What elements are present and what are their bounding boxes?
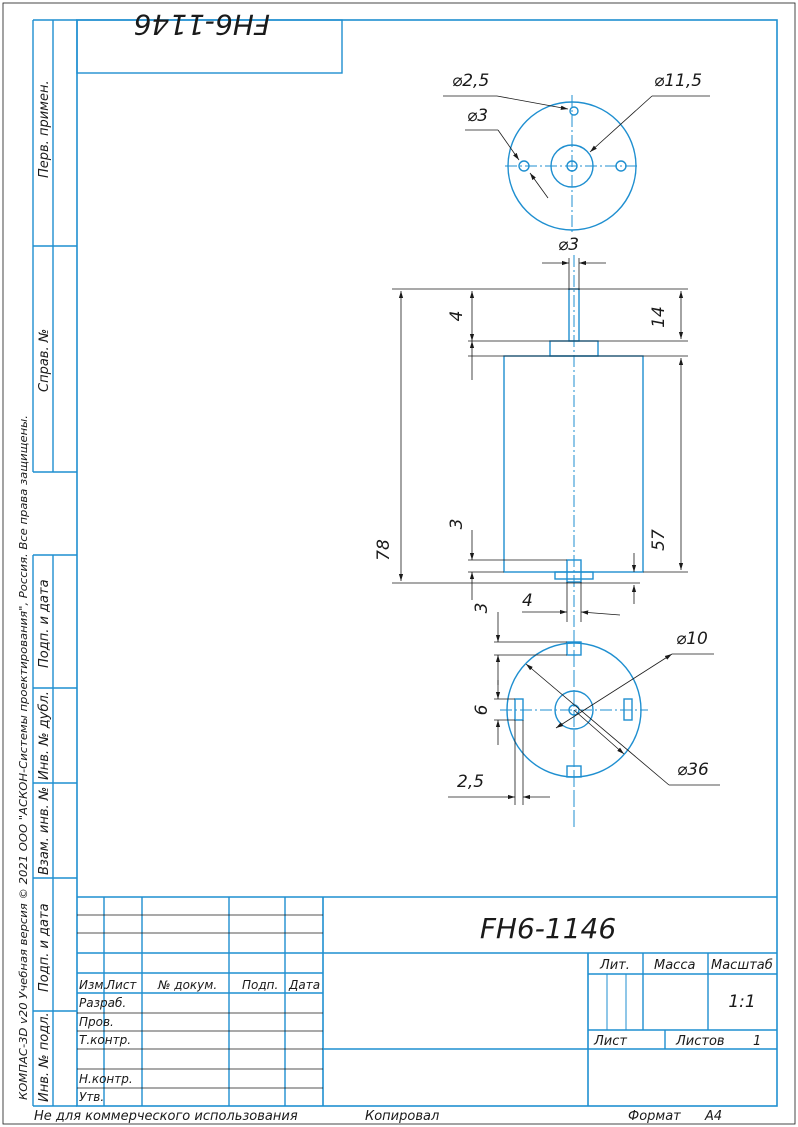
designation-rotated: FH6-1146 (134, 8, 270, 41)
dim-side-shaft-total: 14 (649, 306, 669, 328)
dim-bottom-slot-len: 6 (472, 704, 492, 715)
scale-value: 1:1 (728, 992, 755, 1012)
label-sheets: Листов (675, 1034, 725, 1049)
label-perv-primen: Перв. примен. (37, 80, 52, 178)
footer-kopiroval: Копировал (365, 1109, 439, 1124)
label-massa: Масса (654, 958, 695, 973)
dim-bottom-outer: ⌀36 (677, 760, 709, 780)
dim-side-overall: 78 (374, 539, 394, 561)
row-utv: Утв. (79, 1090, 104, 1104)
top-hole-left (518, 160, 530, 172)
dim-side-bottom-step: 3 (447, 519, 467, 530)
label-podp-data-1: Подп. и дата (37, 579, 52, 668)
label-inv-podl: Инв. № подл. (37, 1012, 52, 1102)
top-boss-circle (550, 144, 594, 188)
label-sheet: Лист (593, 1034, 627, 1049)
row-nkontr: Н.контр. (79, 1072, 133, 1086)
col-izm: Изм. (79, 978, 107, 992)
designation-box: FH6-1146 (76, 8, 343, 74)
dim-bottom-slot-top: 3 (472, 603, 492, 614)
left-strip: Перв. примен. Справ. № Подп. и дата Инв.… (17, 19, 77, 1107)
dim-top-boss: ⌀11,5 (654, 71, 702, 91)
label-podp-data-2: Подп. и дата (37, 903, 52, 992)
col-podp: Подп. (242, 978, 278, 992)
label-lit: Лит. (599, 958, 630, 973)
dim-top-hole: ⌀3 (467, 106, 488, 126)
copyright-text: КОМПАС-3D v20 Учебная версия © 2021 ООО … (17, 415, 30, 1100)
label-masshtab: Масштаб (711, 958, 773, 973)
label-inv-dubl: Инв. № дубл. (37, 691, 52, 780)
bottom-slot-left (514, 698, 524, 721)
top-hole-right (615, 160, 627, 172)
dim-side-shaft-len: 4 (447, 311, 467, 322)
top-outer-circle (507, 101, 637, 231)
dim-bottom-center: ⌀10 (676, 629, 708, 649)
footer-format-value: A4 (704, 1109, 722, 1124)
bottom-slot-bottom (566, 765, 582, 778)
top-hole-small (569, 106, 579, 116)
bottom-plate (554, 571, 594, 580)
footer-noncommercial: Не для коммерческого использования (34, 1109, 298, 1124)
col-data: Дата (288, 978, 320, 992)
drawing-frame (76, 19, 778, 1107)
label-sprav-no: Справ. № (37, 329, 52, 392)
top-view: ⌀2,5 ⌀11,5 ⌀3 (443, 71, 710, 232)
bottom-view: 3 6 2,5 ⌀10 ⌀36 (448, 603, 720, 828)
dim-top-small-hole: ⌀2,5 (452, 71, 489, 91)
top-center-hole (566, 160, 578, 172)
title-designation: FH6-1146 (480, 912, 616, 945)
footer: Не для коммерческого использования Копир… (34, 1109, 722, 1124)
row-razrab: Разраб. (79, 996, 126, 1010)
title-block: FH6-1146 Изм. Лист № докум. Подп. Дата Р… (77, 896, 777, 1106)
sheets-value: 1 (753, 1034, 761, 1049)
label-vzam-inv: Взам. инв. № (37, 787, 52, 875)
row-tkontr: Т.контр. (79, 1033, 131, 1047)
row-prov: Пров. (79, 1015, 114, 1029)
bottom-tab (566, 559, 582, 583)
dim-bottom-slot-width: 2,5 (457, 772, 484, 792)
side-view: ⌀3 4 14 57 78 3 4 (374, 235, 688, 828)
col-list: Лист (105, 978, 137, 992)
dim-side-body-len: 57 (649, 529, 669, 551)
dim-side-shaft: ⌀3 (558, 235, 579, 255)
col-no-dokum: № докум. (157, 978, 217, 992)
dim-side-tab-width: 4 (522, 591, 533, 611)
footer-format-label: Формат (628, 1109, 681, 1124)
